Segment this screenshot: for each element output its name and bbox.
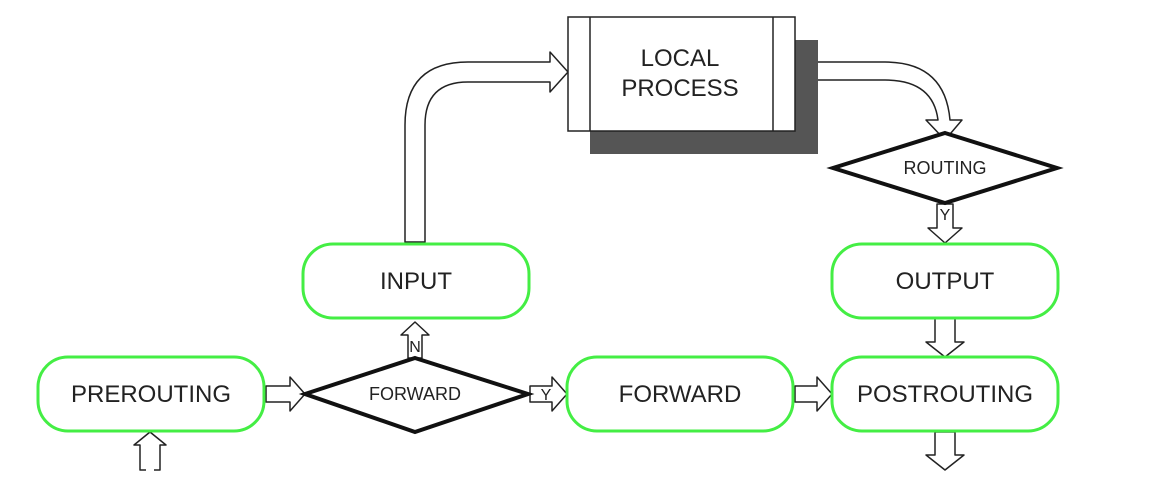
arrow-routing-to-output [927, 203, 963, 244]
arrow-prerouting-to-forward-decision [265, 376, 306, 412]
input-label: INPUT [380, 268, 452, 295]
forward-chain-node: FORWARD [565, 355, 795, 433]
local-process-node: LOCAL PROCESS [567, 16, 818, 154]
local-process-label-line1: LOCAL [641, 45, 720, 72]
forward-chain-label: FORWARD [619, 381, 742, 408]
arrow-forward-to-postrouting [794, 376, 833, 412]
postrouting-label: POSTROUTING [857, 381, 1033, 408]
postrouting-chain-node: POSTROUTING [830, 355, 1060, 433]
edge-label-n-forward-input: N [409, 339, 421, 356]
arrow-output-to-postrouting [925, 317, 965, 358]
routing-decision-node: ROUTING [826, 130, 1064, 206]
edge-label-y-forward-forward: Y [541, 387, 552, 404]
local-process-label-line2: PROCESS [621, 75, 738, 102]
edge-label-y-routing-output: Y [940, 207, 951, 224]
arrow-input-to-local-process [404, 51, 569, 243]
arrow-incoming-packet [133, 431, 167, 472]
output-label: OUTPUT [896, 268, 995, 295]
arrow-postrouting-exit [925, 431, 965, 471]
prerouting-label: PREROUTING [71, 381, 231, 408]
arrow-local-process-to-routing [794, 61, 963, 141]
input-chain-node: INPUT [301, 242, 531, 320]
arrow-forward-decision-to-input [400, 321, 430, 359]
arrow-forward-decision-to-forward [529, 376, 568, 412]
output-chain-node: OUTPUT [830, 242, 1060, 320]
routing-label: ROUTING [904, 158, 987, 178]
forward-decision-label: FORWARD [369, 384, 461, 404]
forward-decision-node: FORWARD [298, 355, 535, 435]
prerouting-chain-node: PREROUTING [36, 355, 266, 433]
